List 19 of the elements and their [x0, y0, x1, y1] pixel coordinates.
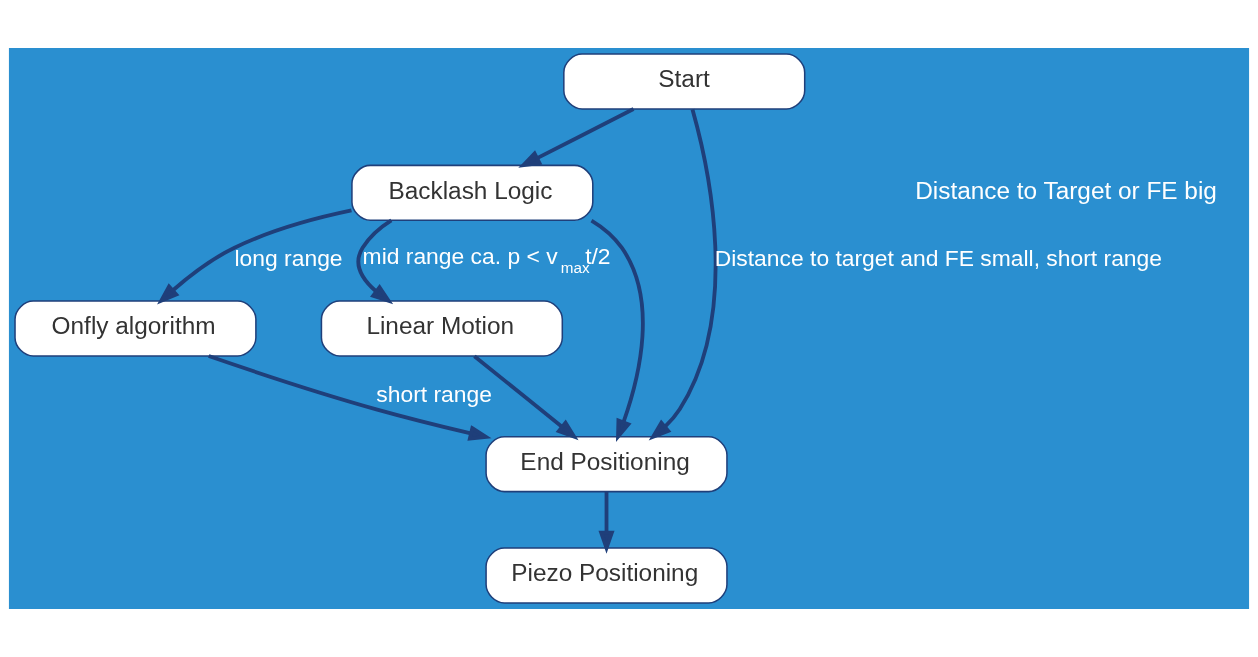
arrow: [356, 218, 394, 305]
edge-label: Distance to target and FE small, short range: [714, 245, 1162, 271]
node-box: End Positioning: [485, 436, 728, 493]
arrow: [473, 354, 579, 441]
node-box: Linear Motion: [320, 300, 564, 357]
node-box: Onfly algorithm: [14, 300, 257, 357]
node-box: Start: [563, 53, 806, 110]
arrow: [157, 208, 352, 305]
edge-label: long range: [234, 245, 343, 271]
node-box: Piezo Positioning: [485, 547, 728, 604]
arrow: [598, 491, 615, 554]
edge-label: short range: [376, 380, 492, 407]
edge-label: mid range ca. p < v$_{max}$t/2: [362, 243, 611, 276]
label: Distance to Target or FE big: [915, 176, 1217, 204]
node-box: Backlash Logic: [351, 164, 594, 221]
arrow: [648, 108, 718, 441]
arrow: [590, 218, 645, 443]
arrow: [208, 354, 492, 441]
arrow: [518, 107, 635, 168]
